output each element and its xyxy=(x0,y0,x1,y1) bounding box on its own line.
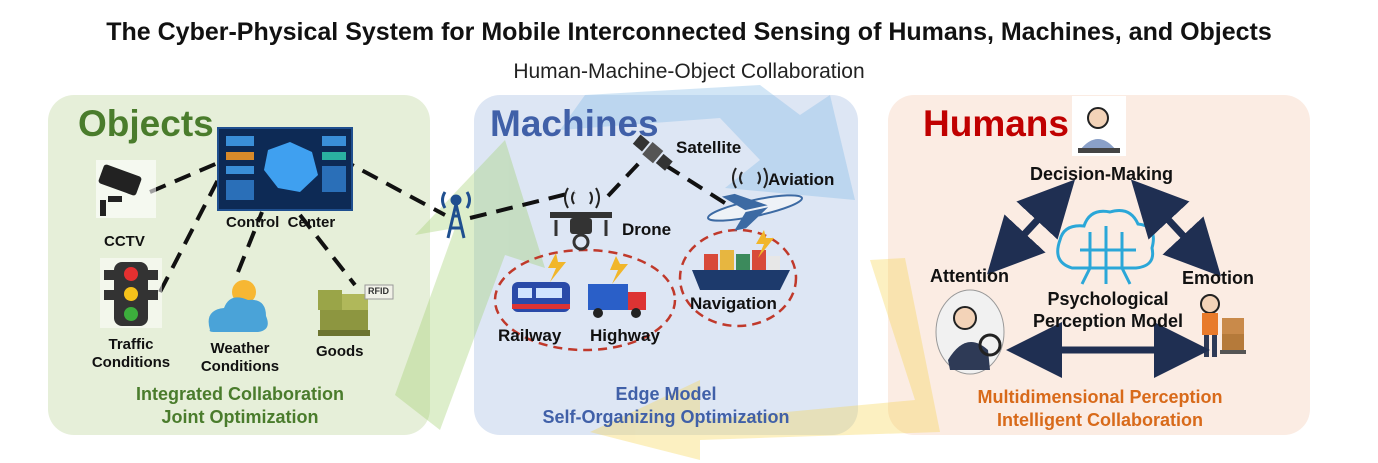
objects-footer-line1: Integrated Collaboration xyxy=(135,384,344,404)
weather-label-line1: Weather xyxy=(210,340,270,357)
decision-person-icon xyxy=(1072,96,1126,156)
machines-footer-line2: Self-Organizing Optimization xyxy=(542,407,790,427)
wifi-icons xyxy=(564,167,768,209)
highway-label: Highway xyxy=(590,326,660,345)
machines-footer-line1: Edge Model xyxy=(615,384,717,404)
cctv-icon xyxy=(96,160,156,218)
diagram-title: The Cyber-Physical System for Mobile Int… xyxy=(106,18,1272,46)
traffic-light-icon xyxy=(100,258,162,328)
weather-label-line2: Conditions xyxy=(200,358,280,375)
goods-icon xyxy=(318,284,394,336)
humans-heading: Humans xyxy=(923,103,1069,144)
machines-footer: Edge Model Self-Organizing Optimization xyxy=(480,383,852,429)
signal-bolts xyxy=(548,230,774,284)
perception-model-line2: Perception Model xyxy=(1032,311,1184,331)
weather-label: Weather Conditions xyxy=(190,340,290,376)
rfid-label: RFID xyxy=(368,286,389,296)
satellite-icon xyxy=(632,134,673,171)
objects-footer-line2: Joint Optimization xyxy=(161,407,319,427)
cctv-label: CCTV xyxy=(104,233,145,250)
antenna-icon xyxy=(441,191,471,239)
dashboard-icon xyxy=(217,127,353,211)
decision-making-label: Decision-Making xyxy=(1030,164,1174,184)
perception-model-line1: Psychological xyxy=(1047,289,1169,309)
navigation-group xyxy=(678,228,798,328)
humans-footer-line1: Multidimensional Perception xyxy=(977,387,1223,407)
goods-label: Goods xyxy=(316,343,364,360)
navigation-label: Navigation xyxy=(690,294,777,313)
truck-icon xyxy=(588,284,646,318)
brain-chip-icon xyxy=(1056,209,1155,285)
traffic-label: Traffic Conditions xyxy=(86,336,176,372)
ship-icon xyxy=(692,250,790,290)
network-links xyxy=(149,143,730,293)
weather-icon xyxy=(208,280,268,332)
traffic-label-line2: Conditions xyxy=(91,354,171,371)
worker-icon xyxy=(1200,294,1246,357)
humans-footer: Multidimensional Perception Intelligent … xyxy=(900,386,1300,432)
aviation-label: Aviation xyxy=(768,170,835,189)
control-center-label: Control Center xyxy=(226,214,336,231)
driver-icon xyxy=(935,289,1005,375)
train-icon xyxy=(512,282,570,312)
objects-heading: Objects xyxy=(78,103,214,144)
railway-label: Railway xyxy=(498,326,562,345)
satellite-label: Satellite xyxy=(676,138,742,157)
humans-footer-line2: Intelligent Collaboration xyxy=(997,410,1203,430)
drone-icon xyxy=(550,212,612,251)
traffic-label-line1: Traffic xyxy=(108,336,154,353)
emotion-label: Emotion xyxy=(1182,268,1254,288)
airplane-icon xyxy=(707,193,803,231)
cycle-arrows xyxy=(395,85,940,460)
relation-arrows xyxy=(986,179,1222,378)
diagram-subtitle: Human-Machine-Object Collaboration xyxy=(513,60,865,83)
perception-model-label: Psychological Perception Model xyxy=(1010,288,1206,332)
machines-heading: Machines xyxy=(490,103,659,144)
ground-vehicles-group xyxy=(493,248,677,352)
objects-footer: Integrated Collaboration Joint Optimizat… xyxy=(60,383,420,429)
drone-label: Drone xyxy=(622,220,672,239)
attention-label: Attention xyxy=(930,266,1009,286)
